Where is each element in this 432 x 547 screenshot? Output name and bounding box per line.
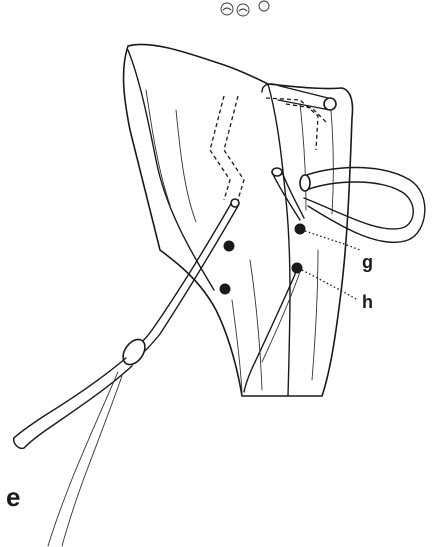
label-e: e: [6, 482, 20, 512]
top-fragments: [221, 1, 269, 16]
loop-top-end: [324, 98, 336, 110]
graft-strand-lower: [14, 358, 126, 438]
bone: [124, 44, 353, 396]
hole-upper-left: [224, 241, 234, 251]
strand-end: [272, 168, 282, 176]
graft-strand-tip: [231, 199, 239, 207]
graft-strand-end: [14, 438, 24, 448]
suture-to-e-2: [62, 376, 122, 546]
hole-lower-left: [220, 284, 230, 294]
hole-g: [295, 224, 305, 234]
label-h: h: [362, 292, 373, 312]
label-g: g: [362, 252, 373, 272]
suture-to-e: [48, 372, 118, 546]
hole-h: [292, 263, 302, 273]
loop-end: [300, 175, 310, 191]
graft-strand-lower-2: [24, 366, 132, 448]
graft-knot: [119, 335, 150, 368]
